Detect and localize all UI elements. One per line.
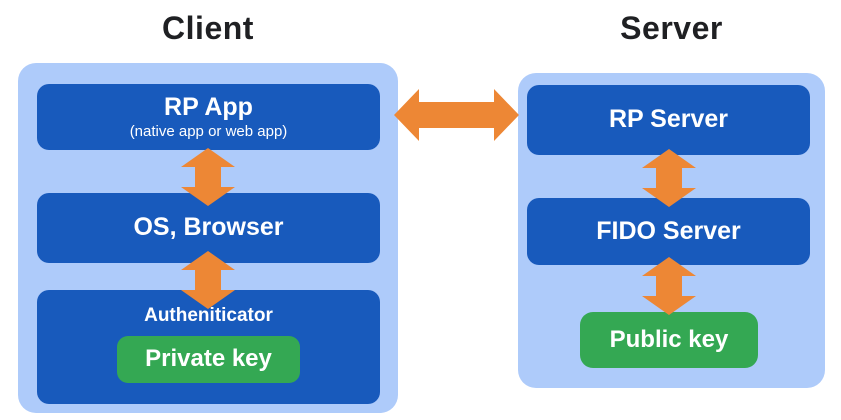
rp-app-box: RP App (native app or web app)	[37, 84, 380, 150]
public-key-box: Public key	[580, 312, 758, 368]
fido-server-label: FIDO Server	[596, 216, 741, 245]
authenticator-box: Autheniticator Private key	[37, 290, 380, 404]
client-container: RP App (native app or web app) OS, Brows…	[18, 63, 398, 413]
server-container: RP Server FIDO Server Public key	[518, 73, 825, 388]
bidirectional-arrow-icon	[181, 148, 235, 206]
authenticator-label: Autheniticator	[144, 305, 273, 326]
bidirectional-arrow-icon	[642, 257, 696, 315]
fido-server-box: FIDO Server	[527, 198, 810, 265]
rp-app-sublabel: (native app or web app)	[129, 123, 288, 141]
client-title: Client	[162, 10, 254, 46]
os-browser-label: OS, Browser	[133, 213, 284, 242]
bidirectional-arrow-icon	[394, 89, 519, 141]
bidirectional-arrow-icon	[642, 149, 696, 207]
rp-app-label: RP App	[164, 92, 253, 121]
server-title: Server	[620, 10, 723, 46]
bidirectional-arrow-icon	[181, 251, 235, 309]
rp-server-label: RP Server	[608, 105, 729, 134]
public-key-label: Public key	[609, 326, 729, 353]
private-key-box: Private key	[117, 335, 300, 383]
private-key-label: Private key	[145, 345, 272, 373]
rp-server-box: RP Server	[527, 85, 810, 155]
